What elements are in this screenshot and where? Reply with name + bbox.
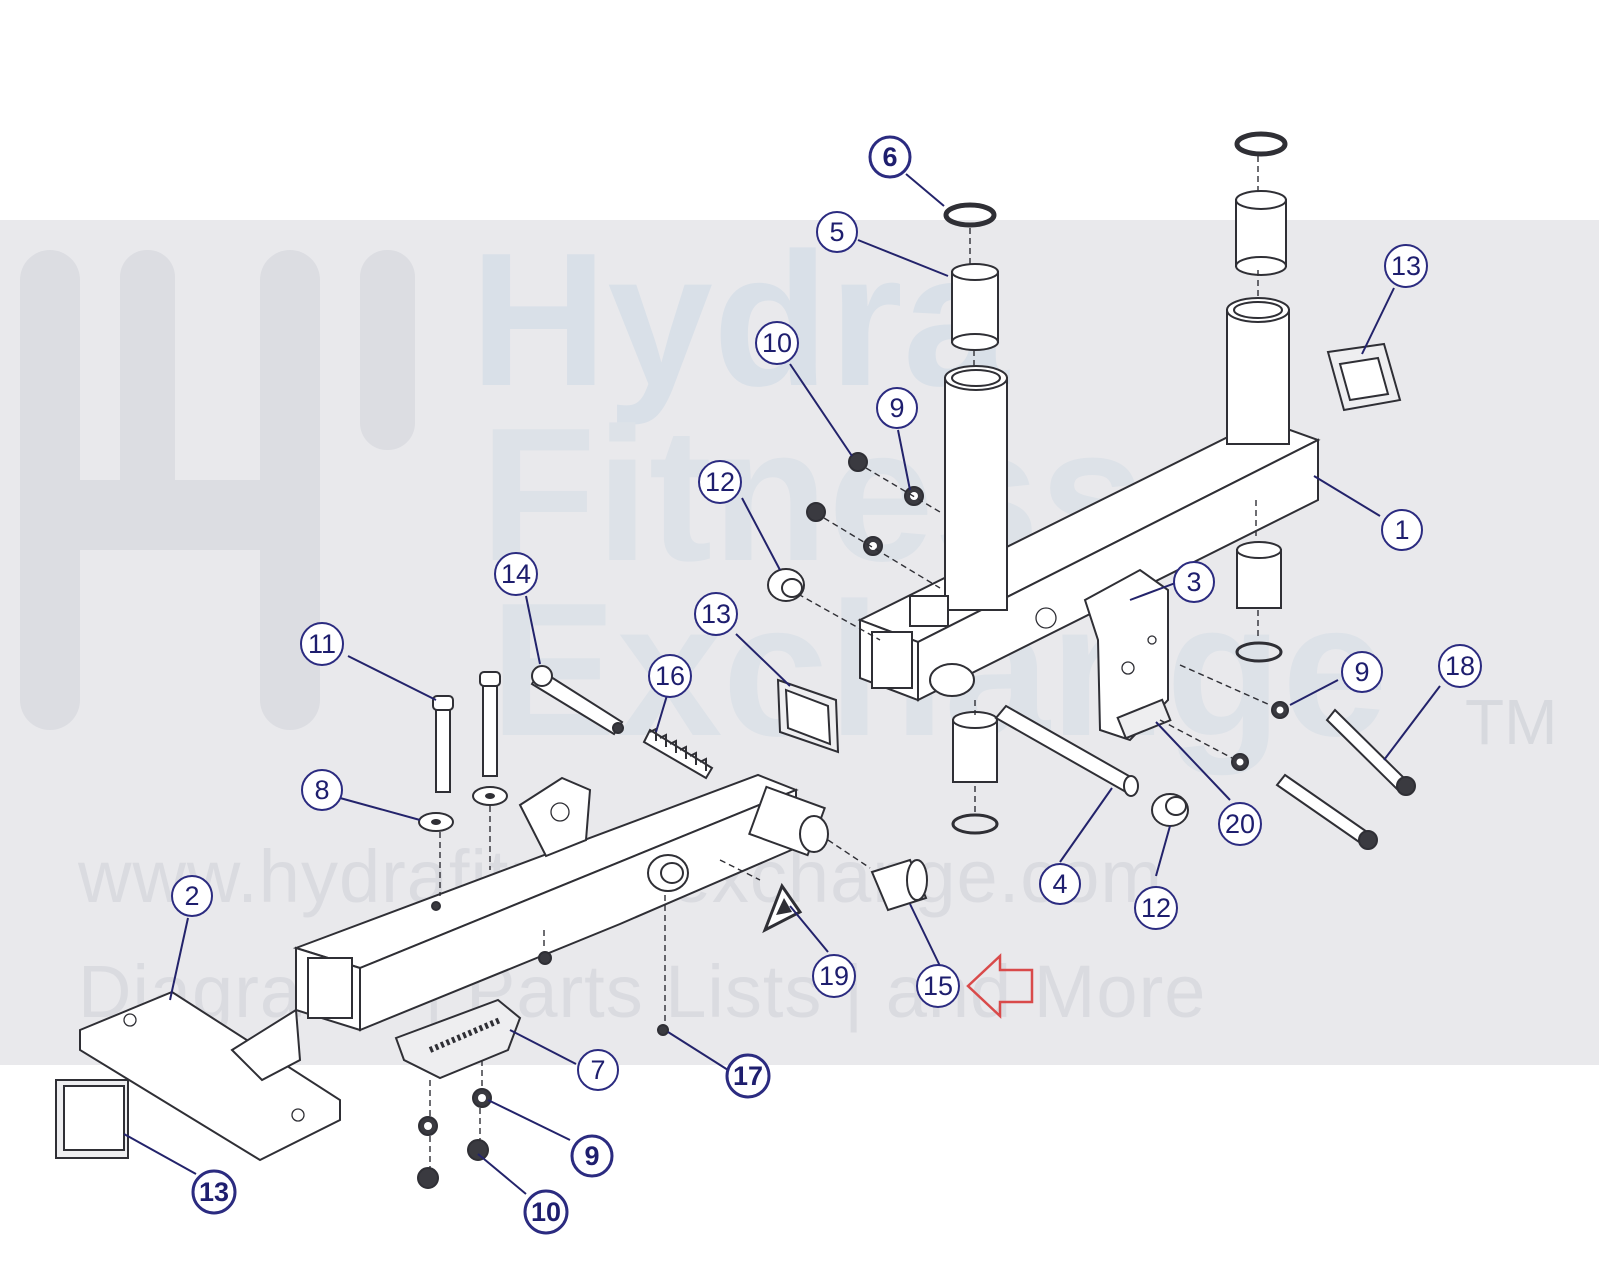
nut-washer-upper	[806, 452, 1289, 771]
axle-part-4	[994, 704, 1139, 797]
watermark-tagline: Diagrams | Parts Lists | and More	[78, 950, 1207, 1033]
svg-text:9: 9	[889, 393, 904, 423]
svg-text:15: 15	[923, 971, 953, 1001]
washer-part-8	[418, 786, 508, 832]
svg-text:5: 5	[829, 217, 844, 247]
svg-text:12: 12	[705, 467, 735, 497]
callout-6: 6	[868, 135, 912, 179]
svg-text:4: 4	[1052, 869, 1067, 899]
svg-text:10: 10	[531, 1197, 561, 1227]
svg-text:3: 3	[1186, 567, 1201, 597]
callout-14: 14	[494, 552, 538, 596]
pad-part-20	[1116, 698, 1172, 740]
watermark-trademark: TM	[1465, 686, 1558, 758]
callout-9-lower: 9	[570, 1134, 614, 1178]
svg-text:16: 16	[655, 661, 685, 691]
watermark-logo	[20, 250, 415, 730]
main-frame-part-1	[857, 297, 1321, 702]
callout-8: 8	[301, 769, 343, 811]
watermark-brand-line1: Hydra	[470, 214, 1009, 426]
bushing-part-5	[951, 263, 999, 351]
callout-20: 20	[1218, 802, 1262, 846]
end-cap-part-13-middle	[776, 678, 840, 754]
highlight-arrow	[966, 953, 1034, 1019]
end-cap-part-13-top	[1326, 342, 1402, 412]
warning-label-part-19	[762, 882, 803, 934]
bolt-part-18	[1275, 708, 1416, 850]
callout-13-top: 13	[1384, 244, 1428, 288]
pin-part-14	[530, 665, 624, 736]
callout-10-lower: 10	[523, 1189, 569, 1235]
callout-9-right: 9	[1341, 651, 1383, 693]
bolt-part-11	[432, 671, 501, 793]
callout-13-middle: 13	[694, 592, 738, 636]
callout-13-bottom: 13	[191, 1169, 237, 1215]
top-right-snap-ring	[1234, 131, 1288, 157]
callout-16: 16	[648, 654, 692, 698]
callout-1: 1	[1381, 509, 1423, 551]
callout-15: 15	[916, 964, 960, 1008]
assembly-center-lines	[429, 156, 1271, 1168]
svg-text:11: 11	[308, 629, 336, 659]
callout-leaders	[123, 173, 1441, 1195]
nut-washer-lower	[417, 901, 669, 1189]
bushing-part-12-upper	[767, 568, 805, 602]
callout-10-upper: 10	[755, 321, 799, 365]
callout-17: 17	[725, 1053, 771, 1099]
callout-18: 18	[1438, 644, 1482, 688]
svg-text:13: 13	[701, 599, 731, 629]
lower-arm-part-2	[79, 773, 829, 1162]
svg-text:20: 20	[1225, 809, 1255, 839]
snap-ring-part-6	[943, 202, 997, 228]
callout-7: 7	[577, 1049, 619, 1091]
svg-text:14: 14	[501, 559, 531, 589]
end-cap-part-13-bottom	[55, 1079, 129, 1159]
callout-5: 5	[816, 211, 858, 253]
callout-12-lower: 12	[1134, 886, 1178, 930]
foot-pad-part-7	[394, 998, 522, 1080]
callout-11: 11	[300, 622, 344, 666]
plug-part-15	[870, 858, 928, 912]
svg-text:18: 18	[1445, 651, 1475, 681]
svg-text:2: 2	[184, 881, 199, 911]
svg-text:17: 17	[733, 1061, 763, 1091]
svg-text:19: 19	[819, 961, 849, 991]
callout-3: 3	[1173, 561, 1215, 603]
callout-12-upper: 12	[698, 460, 742, 504]
svg-text:13: 13	[1391, 251, 1421, 281]
bushing-part-12-lower	[1151, 793, 1189, 827]
top-right-bushing	[1235, 190, 1287, 276]
svg-text:9: 9	[1354, 657, 1369, 687]
callout-9-upper: 9	[876, 387, 918, 429]
svg-text:12: 12	[1141, 893, 1171, 923]
svg-text:10: 10	[762, 328, 792, 358]
callout-19: 19	[812, 954, 856, 998]
callout-2: 2	[171, 875, 213, 917]
svg-text:7: 7	[590, 1055, 605, 1085]
spring-part-16	[642, 727, 714, 780]
svg-text:6: 6	[882, 142, 897, 172]
svg-text:9: 9	[584, 1141, 599, 1171]
svg-text:13: 13	[199, 1177, 229, 1207]
svg-text:8: 8	[314, 775, 329, 805]
lower-right-bushing	[1235, 541, 1283, 663]
lower-left-bushing	[951, 711, 999, 835]
callout-4: 4	[1039, 863, 1081, 905]
svg-text:1: 1	[1394, 515, 1409, 545]
